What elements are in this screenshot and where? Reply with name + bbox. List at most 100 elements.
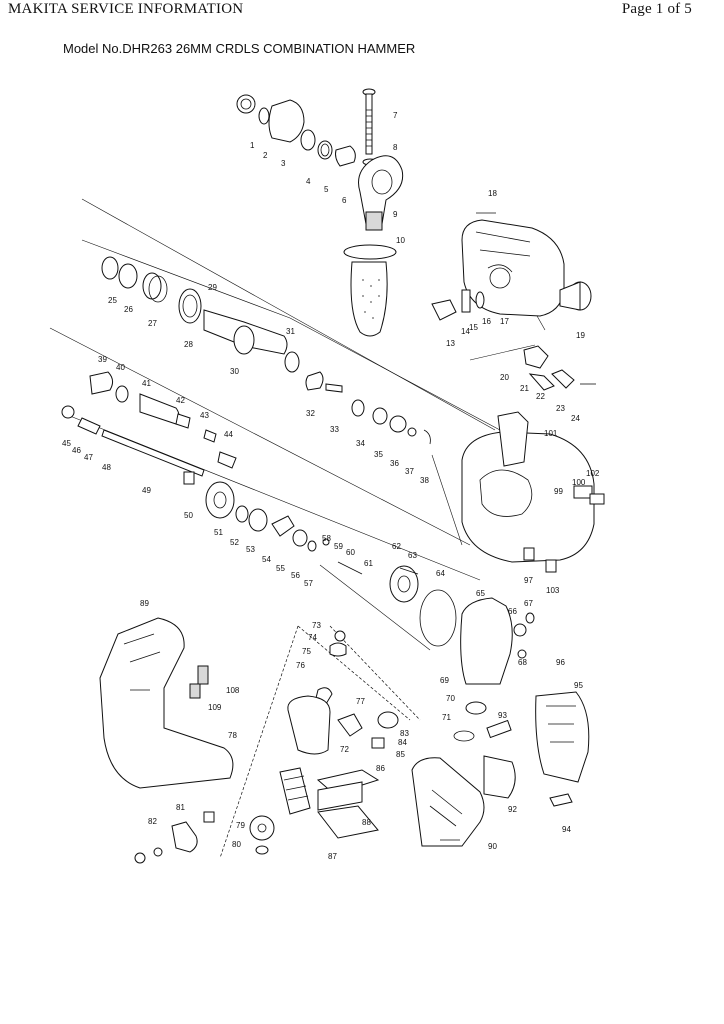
- label-63: 63: [408, 551, 417, 560]
- label-83: 83: [400, 729, 409, 738]
- label-46: 46: [72, 446, 81, 455]
- label-16: 16: [482, 317, 491, 326]
- label-10: 10: [396, 236, 405, 245]
- label-103: 103: [546, 586, 560, 595]
- parts-group-lower-left: [134, 711, 399, 864]
- label-47: 47: [84, 453, 93, 462]
- label-23: 23: [556, 404, 565, 413]
- label-51: 51: [214, 528, 223, 537]
- label-19: 19: [576, 331, 585, 340]
- label-62: 62: [392, 542, 401, 551]
- label-25: 25: [108, 296, 117, 305]
- label-100: 100: [572, 478, 586, 487]
- label-31: 31: [286, 327, 295, 336]
- label-92: 92: [508, 805, 517, 814]
- label-18: 18: [488, 189, 497, 198]
- parts-group-top: [236, 88, 404, 337]
- label-52: 52: [230, 538, 239, 547]
- label-99: 99: [554, 487, 563, 496]
- label-53: 53: [246, 545, 255, 554]
- label-36: 36: [390, 459, 399, 468]
- label-93: 93: [498, 711, 507, 720]
- label-32: 32: [306, 409, 315, 418]
- label-70: 70: [446, 694, 455, 703]
- parts-group-motor: [249, 630, 363, 855]
- label-95: 95: [574, 681, 583, 690]
- label-61: 61: [364, 559, 373, 568]
- label-33: 33: [330, 425, 339, 434]
- label-20: 20: [500, 373, 509, 382]
- label-42: 42: [176, 396, 185, 405]
- label-41: 41: [142, 379, 151, 388]
- label-101: 101: [544, 429, 558, 438]
- label-45: 45: [62, 439, 71, 448]
- label-48: 48: [102, 463, 111, 472]
- label-21: 21: [520, 384, 529, 393]
- service-header: MAKITA SERVICE INFORMATION: [8, 1, 244, 17]
- label-72: 72: [340, 745, 349, 754]
- label-9: 9: [393, 210, 398, 219]
- label-80: 80: [232, 840, 241, 849]
- label-89: 89: [140, 599, 149, 608]
- parts-group-handle: [411, 691, 590, 847]
- label-66: 66: [508, 607, 517, 616]
- model-title: Model No.DHR263 26MM CRDLS COMBINATION H…: [63, 41, 416, 56]
- label-54: 54: [262, 555, 271, 564]
- label-26: 26: [124, 305, 133, 314]
- label-57: 57: [304, 579, 313, 588]
- label-59: 59: [334, 542, 343, 551]
- label-75: 75: [302, 647, 311, 656]
- label-1: 1: [250, 141, 255, 150]
- label-71: 71: [442, 713, 451, 722]
- parts-group-spindle: [101, 256, 300, 373]
- label-65: 65: [476, 589, 485, 598]
- label-5: 5: [324, 185, 329, 194]
- label-28: 28: [184, 340, 193, 349]
- label-22: 22: [536, 392, 545, 401]
- label-74: 74: [308, 633, 317, 642]
- label-96: 96: [556, 658, 565, 667]
- label-73: 73: [312, 621, 321, 630]
- label-77: 77: [356, 697, 365, 706]
- label-49: 49: [142, 486, 151, 495]
- label-79: 79: [236, 821, 245, 830]
- label-78: 78: [228, 731, 237, 740]
- label-3: 3: [281, 159, 286, 168]
- label-67: 67: [524, 599, 533, 608]
- label-6: 6: [342, 196, 347, 205]
- label-15: 15: [469, 323, 478, 332]
- label-35: 35: [374, 450, 383, 459]
- label-58: 58: [322, 534, 331, 543]
- label-85: 85: [396, 750, 405, 759]
- parts-group-piston: [305, 371, 431, 445]
- label-30: 30: [230, 367, 239, 376]
- label-56: 56: [291, 571, 300, 580]
- label-14: 14: [461, 327, 470, 336]
- label-38: 38: [420, 476, 429, 485]
- parts-group-housing: [419, 411, 605, 685]
- parts-group-switch-lever: [523, 345, 596, 391]
- label-34: 34: [356, 439, 365, 448]
- label-76: 76: [296, 661, 305, 670]
- label-55: 55: [276, 564, 285, 573]
- label-108: 108: [226, 686, 240, 695]
- label-69: 69: [440, 676, 449, 685]
- label-60: 60: [346, 548, 355, 557]
- label-84: 84: [398, 738, 407, 747]
- label-8: 8: [393, 143, 398, 152]
- label-7: 7: [393, 111, 398, 120]
- label-43: 43: [200, 411, 209, 420]
- label-44: 44: [224, 430, 233, 439]
- label-97: 97: [524, 576, 533, 585]
- label-81: 81: [176, 803, 185, 812]
- parts-group-gear-housing: [431, 212, 592, 321]
- label-94: 94: [562, 825, 571, 834]
- label-90: 90: [488, 842, 497, 851]
- label-86: 86: [376, 764, 385, 773]
- label-39: 39: [98, 355, 107, 364]
- parts-group-left-housing: [99, 617, 234, 789]
- label-87: 87: [328, 852, 337, 861]
- label-13: 13: [446, 339, 455, 348]
